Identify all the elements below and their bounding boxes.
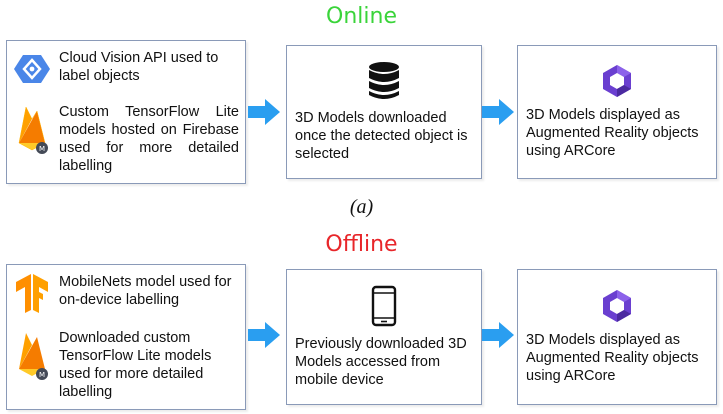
- database-icon: [369, 62, 399, 99]
- svg-text:M: M: [39, 145, 45, 153]
- offline-source-tensorflow: MobileNets model used for on-device labe…: [13, 273, 239, 313]
- online-display-text: 3D Models displayed as Augmented Reality…: [526, 107, 699, 159]
- caption-a: (a): [349, 196, 374, 218]
- offline-access-box: Previously downloaded 3D Models accessed…: [286, 269, 482, 405]
- offline-source-firebase: M Downloaded custom TensorFlow Lite mode…: [13, 329, 239, 401]
- online-source-firebase: M Custom TensorFlow Lite models hosted o…: [13, 103, 239, 175]
- online-arrow-2: [482, 99, 514, 125]
- online-download-box: 3D Models downloaded once the detected o…: [286, 45, 482, 179]
- tensorflow-icon: [16, 274, 48, 313]
- svg-text:M: M: [39, 371, 45, 379]
- offline-sources-box: MobileNets model used for on-device labe…: [6, 264, 246, 410]
- online-download-text: 3D Models downloaded once the detected o…: [295, 110, 468, 162]
- cloud-vision-icon: [14, 55, 50, 83]
- online-display-box: 3D Models displayed as Augmented Reality…: [517, 45, 717, 179]
- online-title: Online: [326, 4, 397, 29]
- online-arrow-1: [248, 99, 280, 125]
- offline-display-box: 3D Models displayed as Augmented Reality…: [517, 269, 717, 405]
- offline-arrow-2: [482, 322, 514, 348]
- offline-arrow-1: [248, 322, 280, 348]
- offline-source-text-1: MobileNets model used for on-device labe…: [59, 274, 232, 308]
- firebase-ml-icon: M: [18, 106, 48, 154]
- arcore-icon: [603, 65, 631, 97]
- arcore-icon: [603, 290, 631, 322]
- online-source-cloud-vision: Cloud Vision API used to label objects: [13, 49, 239, 89]
- online-source-text-2: Custom TensorFlow Lite models hosted on …: [59, 104, 239, 174]
- offline-access-text: Previously downloaded 3D Models accessed…: [295, 336, 467, 388]
- offline-source-text-2: Downloaded custom TensorFlow Lite models…: [59, 330, 212, 400]
- smartphone-icon: [371, 285, 397, 327]
- offline-title: Offline: [325, 232, 398, 257]
- offline-display-text: 3D Models displayed as Augmented Reality…: [526, 332, 699, 384]
- online-sources-box: Cloud Vision API used to label objects M…: [6, 40, 246, 184]
- firebase-ml-icon: M: [19, 333, 48, 380]
- online-source-text-1: Cloud Vision API used to label objects: [59, 50, 219, 84]
